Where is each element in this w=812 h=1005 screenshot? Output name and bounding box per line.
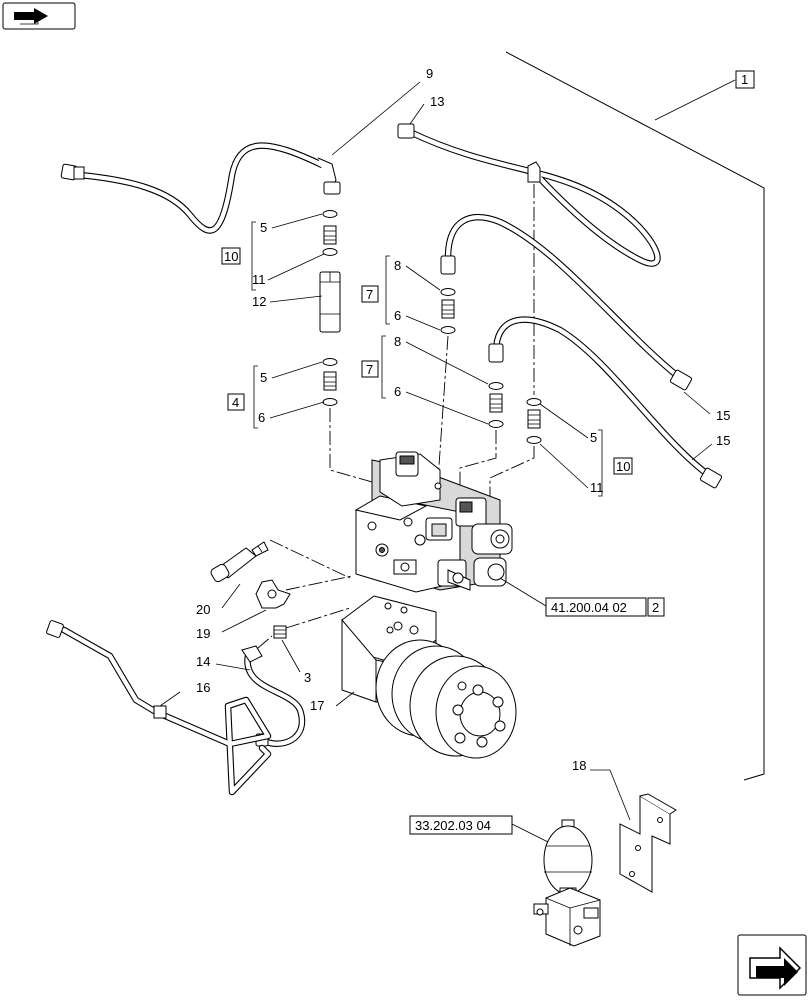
callout-15b: 15 [716,433,730,448]
hose-9 [60,142,341,234]
stack-mid-lower [488,382,504,428]
knob-19 [255,579,291,609]
sensor-20 [210,541,269,583]
callout-15a: 15 [716,408,730,423]
ref-accumulator-label[interactable]: 33.202.03 04 [415,818,491,833]
callout-13: 13 [430,94,444,109]
callout-9: 9 [426,66,433,81]
callout-10a: 10 [224,249,238,264]
callout-group-7-lower: 7 8 6 [361,334,489,425]
hose-13 [397,123,661,267]
hose-upper-right [440,214,693,391]
stack-left-fittings [319,210,341,406]
pipe-16 [46,620,272,796]
arrow-back-icon [14,8,48,25]
callout-6c: 6 [394,384,401,399]
ref-valve-label[interactable]: 41.200.04 02 [551,600,627,615]
ref-box-accumulator [409,815,513,835]
callout-group-10-left: 10 5 11 12 [221,213,325,309]
callout-6a: 6 [258,410,265,425]
callout-8b: 8 [394,334,401,349]
callout-group-7-upper: 7 8 6 [361,255,441,331]
callout-12: 12 [252,294,266,309]
next-page-button[interactable] [737,934,807,996]
callout-4: 4 [232,395,239,410]
callout-16: 16 [196,680,210,695]
callout-18: 18 [572,758,586,773]
callout-11a: 11 [252,272,266,287]
callout-5a: 5 [260,220,267,235]
callout-7a: 7 [366,287,373,302]
callout-7b: 7 [366,362,373,377]
callout-3: 3 [304,670,311,685]
hose-lower-right [488,316,723,489]
stack-right-fittings [526,398,542,444]
callout-5b: 5 [260,370,267,385]
callout-2: 2 [652,600,659,615]
hose-14 [241,645,306,747]
fitting-3 [273,625,287,639]
valve-block-assembly [354,451,513,593]
callout-10b: 10 [616,459,630,474]
assembly-bracket-1: 1 [505,51,765,781]
prev-page-button[interactable] [2,2,76,30]
callout-11b: 11 [590,480,604,495]
callout-group-10-right: 10 5 11 [539,403,633,497]
callout-17: 17 [310,698,324,713]
accumulator-assembly [533,819,601,947]
callout-8a: 8 [394,258,401,273]
callout-20: 20 [196,602,210,617]
bracket-18 [619,793,677,893]
steering-unit-17 [341,595,517,759]
stack-mid-upper [440,288,456,334]
callout-14: 14 [196,654,210,669]
callout-1: 1 [741,72,748,87]
ref-box-valve [545,597,647,617]
callout-19: 19 [196,626,210,641]
arrow-forward-icon [749,946,802,990]
callout-group-4: 4 5 6 [227,361,325,429]
callout-6b: 6 [394,308,401,323]
callout-5c: 5 [590,430,597,445]
